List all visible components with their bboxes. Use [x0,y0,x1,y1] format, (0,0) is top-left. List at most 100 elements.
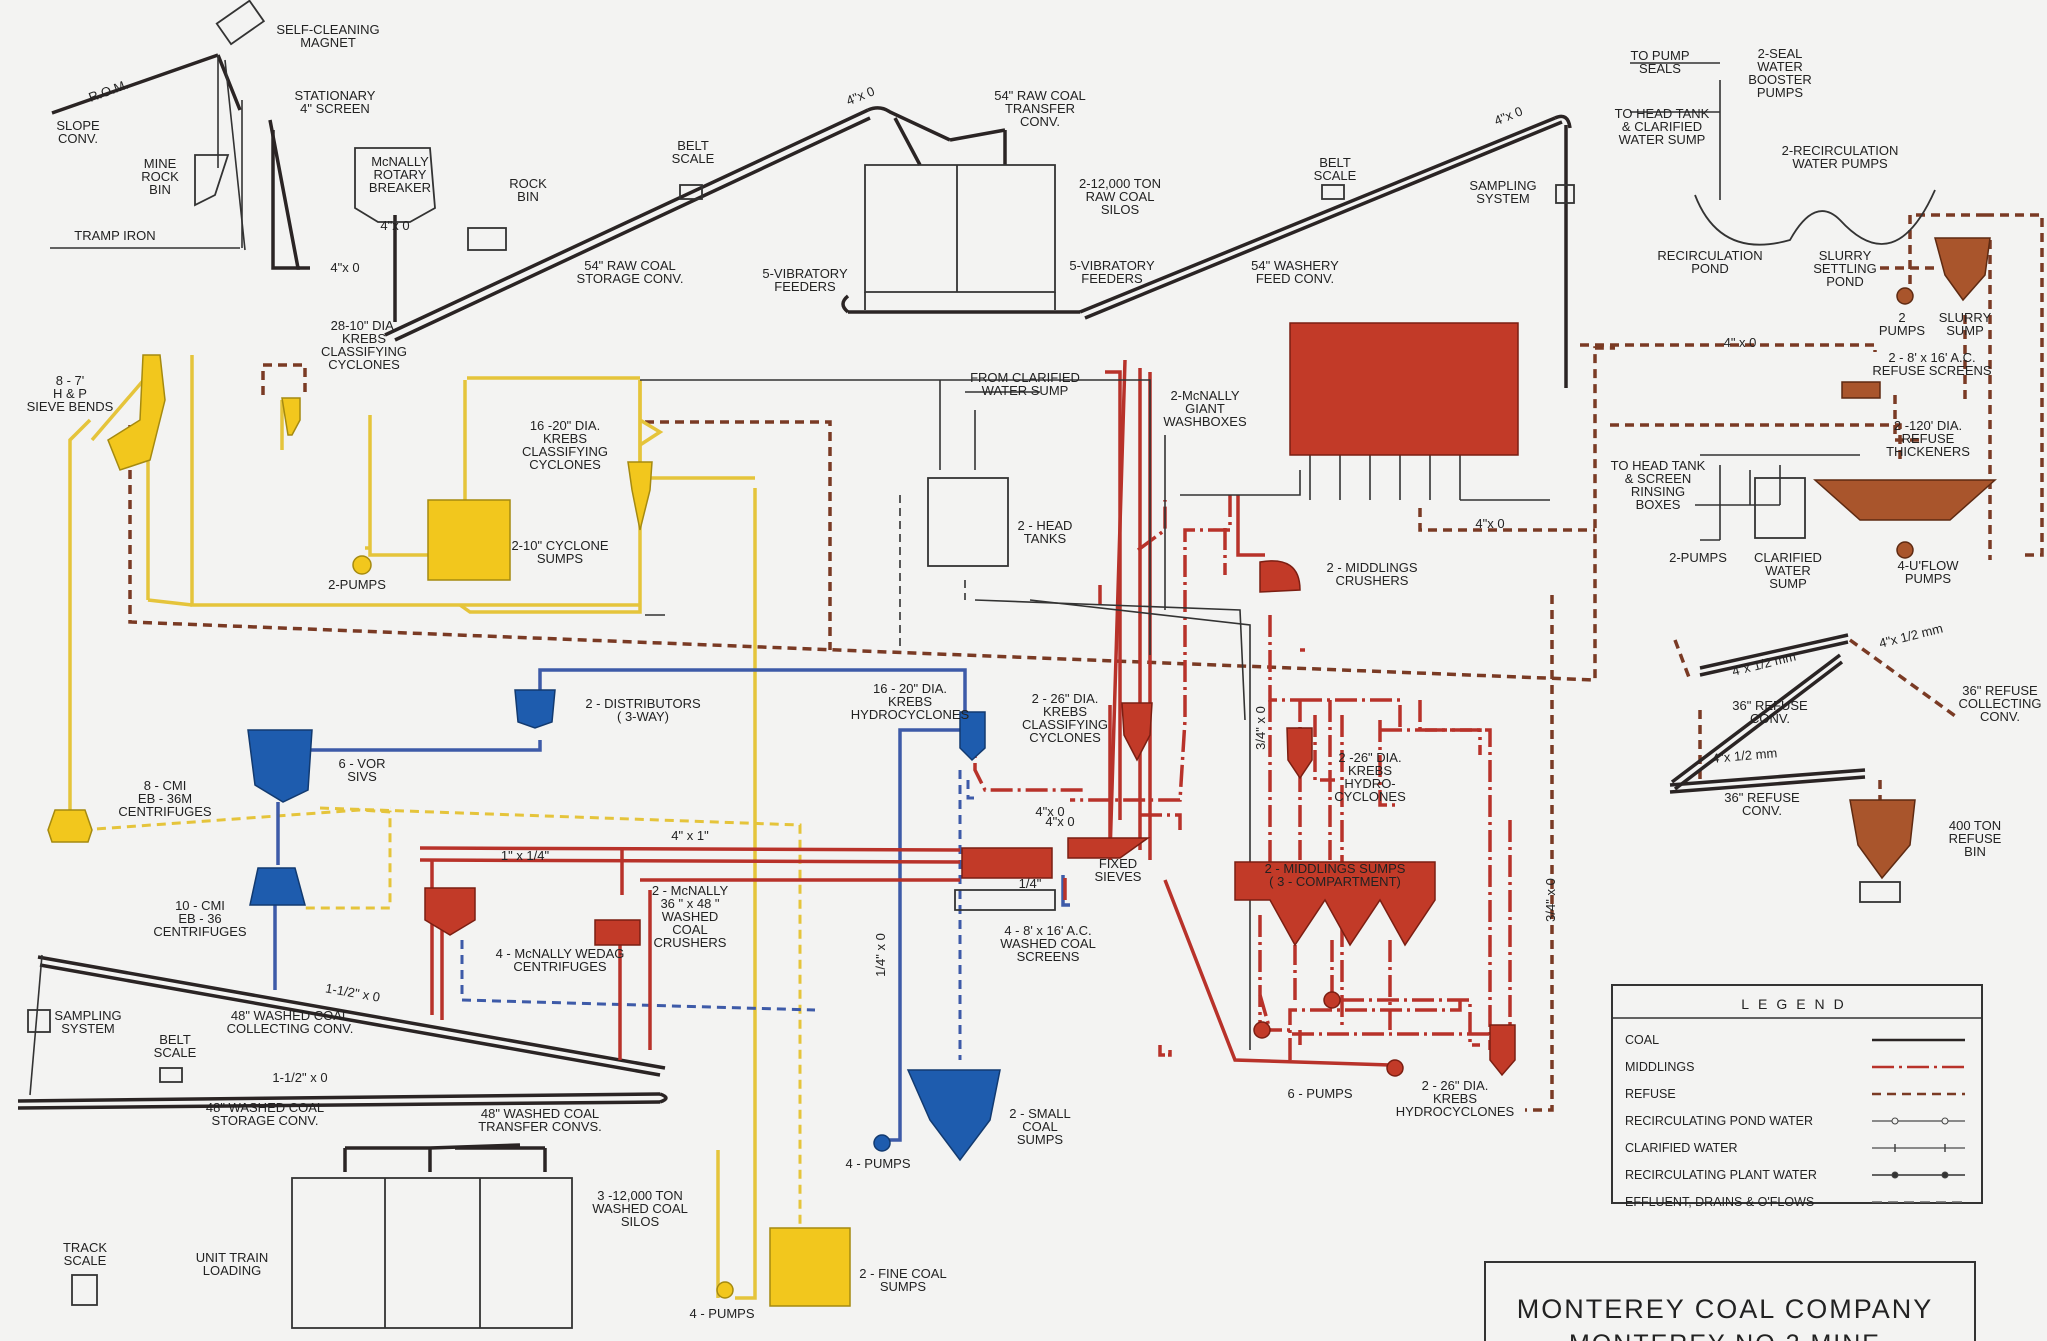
label-two-pumps-left: 2-PUMPS [328,577,386,592]
label-size-3-4x0: 3/4" x 0 [1253,706,1268,750]
label-clarified-sump: CLARIFIEDWATERSUMP [1754,550,1822,591]
label-uflow-pumps: 4-U'FLOWPUMPS [1898,558,1960,586]
label-two-pumps-right: 2-PUMPS [1669,550,1727,565]
label-fine-sumps: 2 - FINE COALSUMPS [859,1266,946,1294]
head-tanks-outline [928,478,1008,566]
legend-swatch-marker [1942,1172,1948,1178]
krebs-28-cyclone-shape [282,398,300,435]
label-rom: R.O.M. [87,77,131,105]
small-coal-sump-shape [908,1070,1000,1160]
label-size-4x1: 4" x 1" [671,828,709,843]
raw-coal-silos-outline [865,165,1055,292]
label-size-4x0-top: 4"x 0 [1492,103,1525,128]
refuse-bin-shape [1850,800,1915,878]
slurry-sump-shape [1935,238,1990,300]
track-scale-outline [72,1275,97,1305]
legend-label: COAL [1625,1033,1659,1047]
label-vib-feeders-right: 5-VIBRATORYFEEDERS [1069,258,1155,286]
middlings-crusher-shape [1260,561,1300,592]
washed-coal-silos-outline [292,1178,572,1328]
legend-row: RECIRCULATING PLANT WATER [1625,1168,1965,1182]
refuse-screen-shape [1842,382,1880,398]
krebs-16-cyclone-shape [628,462,652,530]
label-size-1-4x0: 1/4" x 0 [873,933,888,977]
label-belt-scale-2: BELTSCALE [1314,155,1357,183]
label-recirc-pumps: 2-RECIRCULATIONWATER PUMPS [1782,143,1899,171]
fixed-sieve-shape [1068,838,1148,858]
krebs-26-class-shape [1122,703,1152,760]
cmi-36m-shape [48,810,92,842]
label-size-3-4x0-b: 3/4" x 0 [1543,878,1558,922]
label-four-pumps-blue: 4 - PUMPS [845,1156,910,1171]
mine-rock-bin-outline [195,155,228,205]
label-refuse-conv-a: 36" REFUSECONV. [1732,698,1808,726]
washboxes-shape [1290,323,1518,455]
label-size-4x0-a: 4"x 0 [380,218,409,233]
distributor-shape [515,690,555,728]
label-to-head-tank: TO HEAD TANK& CLARIFIEDWATER SUMP [1615,106,1710,147]
legend-swatch-marker [1942,1118,1948,1124]
label-cmi-36: 10 - CMIEB - 36CENTRIFUGES [153,898,247,939]
label-krebs-16: 16 -20" DIA.KREBSCLASSIFYINGCYCLONES [522,418,608,472]
label-krebs-26-bottom: 2 - 26" DIA.KREBSHYDROCYCLONES [1396,1078,1515,1119]
label-size-4x0-refuse: 4" x 0 [1724,335,1757,350]
label-size-4x0-c: 4"x 0 [844,83,877,108]
label-washed-crushers: 2 - McNALLY36 " x 48 "WASHEDCOALCRUSHERS [652,883,729,950]
yellow-pump-shape [353,556,371,574]
ac-screen-shape [962,848,1052,878]
legend-label: CLARIFIED WATER [1625,1141,1738,1155]
ponds-outline [1695,190,1935,245]
legend-swatch-marker [1892,1118,1898,1124]
label-size-1-4: 1/4" [1019,876,1042,891]
vor-sivs-shape [248,730,312,802]
legend-row: REFUSE [1625,1087,1965,1101]
label-refuse-screens: 2 - 8' x 16' A.C.REFUSE SCREENS [1872,350,1992,378]
label-cmi-36m: 8 - CMIEB - 36MCENTRIFUGES [118,778,212,819]
legend-row: MIDDLINGS [1625,1060,1965,1074]
washed-crusher-shape [595,920,640,945]
refuse-bin-cart [1860,882,1900,902]
label-washery-feed-conv: 54" WASHERYFEED CONV. [1251,258,1339,286]
fine-coal-sump-shape [770,1228,850,1306]
label-washboxes: 2-McNALLYGIANTWASHBOXES [1163,388,1247,429]
legend-row: CLARIFIED WATER [1625,1141,1965,1155]
title-line-2: MONTEREY NO.2 MINE [1569,1330,1881,1341]
label-size-4x0-ac: 4"x 0 [1045,814,1074,829]
red-pump-a [1254,1022,1270,1038]
krebs-26-bottom-shape [1490,1025,1515,1075]
krebs-26-hydro-shape [1287,728,1312,778]
label-cyclone-sumps: 2-10" CYCLONESUMPS [511,538,608,566]
cmi-36-shape [250,868,305,905]
label-size-1-1-2x0-a: 1-1/2" x 0 [324,980,381,1004]
label-slurry-sump: SLURRYSUMP [1939,310,1992,338]
label-krebs-28: 28-10" DIA.KREBSCLASSIFYINGCYCLONES [321,318,407,372]
label-four-pumps-yellow: 4 - PUMPS [689,1306,754,1321]
label-rotary-breaker: McNALLYROTARYBREAKER [369,154,431,195]
legend-row: RECIRCULATING POND WATER [1625,1114,1965,1128]
label-size-4x0-wb: 4"x 0 [1475,516,1504,531]
label-sampling-system-bottom: SAMPLINGSYSTEM [54,1008,121,1036]
label-size-1-1-2x0-b: 1-1/2" x 0 [272,1070,327,1085]
legend-label: REFUSE [1625,1087,1676,1101]
label-size-4x1-2mm-a: 4"x 1/2 mm [1877,620,1944,650]
label-tramp-iron: TRAMP IRON [74,228,155,243]
label-size-1x1-4: 1" x 1/4" [501,848,550,863]
